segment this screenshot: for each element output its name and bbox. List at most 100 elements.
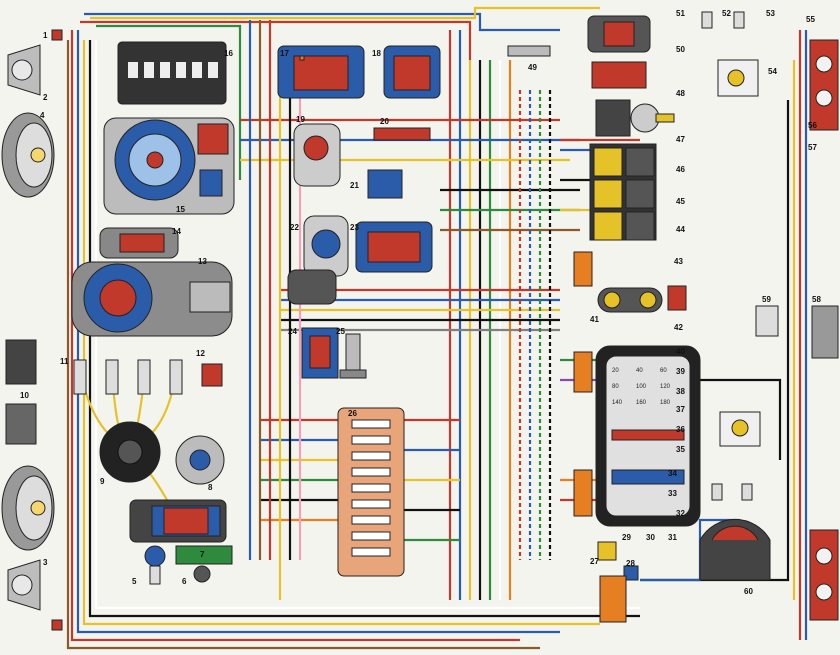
wire-left-red xyxy=(70,30,520,642)
label-4: 4 xyxy=(40,111,45,120)
label-34: 34 xyxy=(668,469,677,478)
label-25: 25 xyxy=(336,327,345,336)
label-51: 51 xyxy=(676,9,685,18)
speedometer-tick: 140 xyxy=(612,400,623,406)
label-6: 6 xyxy=(182,577,187,586)
label-40: 40 xyxy=(676,347,685,356)
label-30: 30 xyxy=(646,533,655,542)
switch-panel-44-46 xyxy=(589,143,657,241)
label-52-top: 52 xyxy=(722,9,731,18)
label-50: 50 xyxy=(676,45,685,54)
label-1: 1 xyxy=(43,31,48,40)
bulb-52-top xyxy=(701,11,713,29)
stalk-switch-41-42 xyxy=(597,287,663,313)
spark-plugs-11 xyxy=(73,359,183,395)
speedometer-tick: 60 xyxy=(660,368,667,374)
label-8: 8 xyxy=(208,483,213,492)
label-55-top: 55 xyxy=(806,15,815,24)
fan-switch-50 xyxy=(587,15,651,53)
label-20: 20 xyxy=(380,117,389,126)
starter-motor-13 xyxy=(71,261,233,337)
label-3: 3 xyxy=(43,558,48,567)
bulb-52-bottom xyxy=(711,483,723,501)
label-9: 9 xyxy=(100,477,105,486)
label-35: 35 xyxy=(676,445,685,454)
label-29: 29 xyxy=(622,533,631,542)
label-44: 44 xyxy=(676,225,685,234)
label-21: 21 xyxy=(350,181,359,190)
sensor-6 xyxy=(175,545,233,583)
component-labels: 1 2 3 4 5 6 7 8 9 10 11 12 13 14 15 16 1… xyxy=(20,9,821,596)
speedometer-tick: 40 xyxy=(636,368,643,374)
washer-motor-22 xyxy=(303,215,349,277)
wire-left-white xyxy=(94,40,640,610)
label-32: 32 xyxy=(676,509,685,518)
relay-23 xyxy=(355,221,433,273)
wire-harness xyxy=(66,6,808,650)
switch-43 xyxy=(667,285,687,311)
speedometer-tick: 120 xyxy=(660,384,671,390)
label-2: 2 xyxy=(43,93,48,102)
label-10: 10 xyxy=(20,391,29,400)
label-18: 18 xyxy=(372,49,381,58)
distributor-rotor-8 xyxy=(175,435,225,485)
fuse-box-26 xyxy=(337,407,405,577)
relay-48 xyxy=(591,61,647,89)
label-23: 23 xyxy=(350,223,359,232)
bulb-53-top xyxy=(733,11,745,29)
label-11: 11 xyxy=(60,357,69,366)
fuel-sender-60 xyxy=(699,518,771,581)
horn-2-top xyxy=(7,44,41,96)
label-45: 45 xyxy=(676,197,685,206)
bulb-53-bottom xyxy=(741,483,753,501)
terminal-strip-20 xyxy=(373,127,431,141)
label-12: 12 xyxy=(196,349,205,358)
relay-block-16 xyxy=(117,41,227,105)
label-27: 27 xyxy=(590,557,599,566)
wire-r-10 xyxy=(690,378,782,460)
label-19: 19 xyxy=(296,115,305,124)
label-59: 59 xyxy=(762,295,771,304)
headlight-4-top xyxy=(1,112,55,198)
horn-10 xyxy=(5,339,37,445)
label-57-top: 57 xyxy=(808,143,817,152)
wire-top-green xyxy=(96,24,242,180)
tail-light-55-top xyxy=(809,39,839,131)
ignition-switch-47 xyxy=(595,99,675,137)
wiper-motor-19 xyxy=(293,123,341,187)
switch-12 xyxy=(201,363,223,387)
distributor-9 xyxy=(99,421,161,483)
label-46: 46 xyxy=(676,165,685,174)
sensor-5 xyxy=(144,545,166,585)
switch-49 xyxy=(507,45,551,57)
label-13: 13 xyxy=(198,257,207,266)
ignition-coil-7 xyxy=(129,499,227,543)
generator-15 xyxy=(103,117,235,215)
label-43: 43 xyxy=(674,257,683,266)
label-15: 15 xyxy=(176,205,185,214)
relay-24 xyxy=(301,327,339,379)
speedometer-tick: 20 xyxy=(612,368,619,374)
sensor-28 xyxy=(623,565,639,581)
label-37: 37 xyxy=(676,405,685,414)
label-48: 48 xyxy=(676,89,685,98)
connector-1-bottom xyxy=(51,619,63,631)
connector-blocks xyxy=(299,55,627,623)
connector-1-top xyxy=(51,29,63,41)
label-16: 16 xyxy=(224,49,233,58)
label-49: 49 xyxy=(528,63,537,72)
speedometer-tick: 100 xyxy=(636,384,647,390)
label-47: 47 xyxy=(676,135,685,144)
label-36: 36 xyxy=(676,425,685,434)
wire-left-black xyxy=(88,40,640,618)
label-31: 31 xyxy=(668,533,677,542)
wire-top-blue xyxy=(84,12,560,32)
horn-2-bottom xyxy=(7,559,41,611)
label-39: 39 xyxy=(676,367,685,376)
headlight-4-bottom xyxy=(1,465,55,551)
label-53-top: 53 xyxy=(766,9,775,18)
wire-left-blue xyxy=(76,30,560,634)
